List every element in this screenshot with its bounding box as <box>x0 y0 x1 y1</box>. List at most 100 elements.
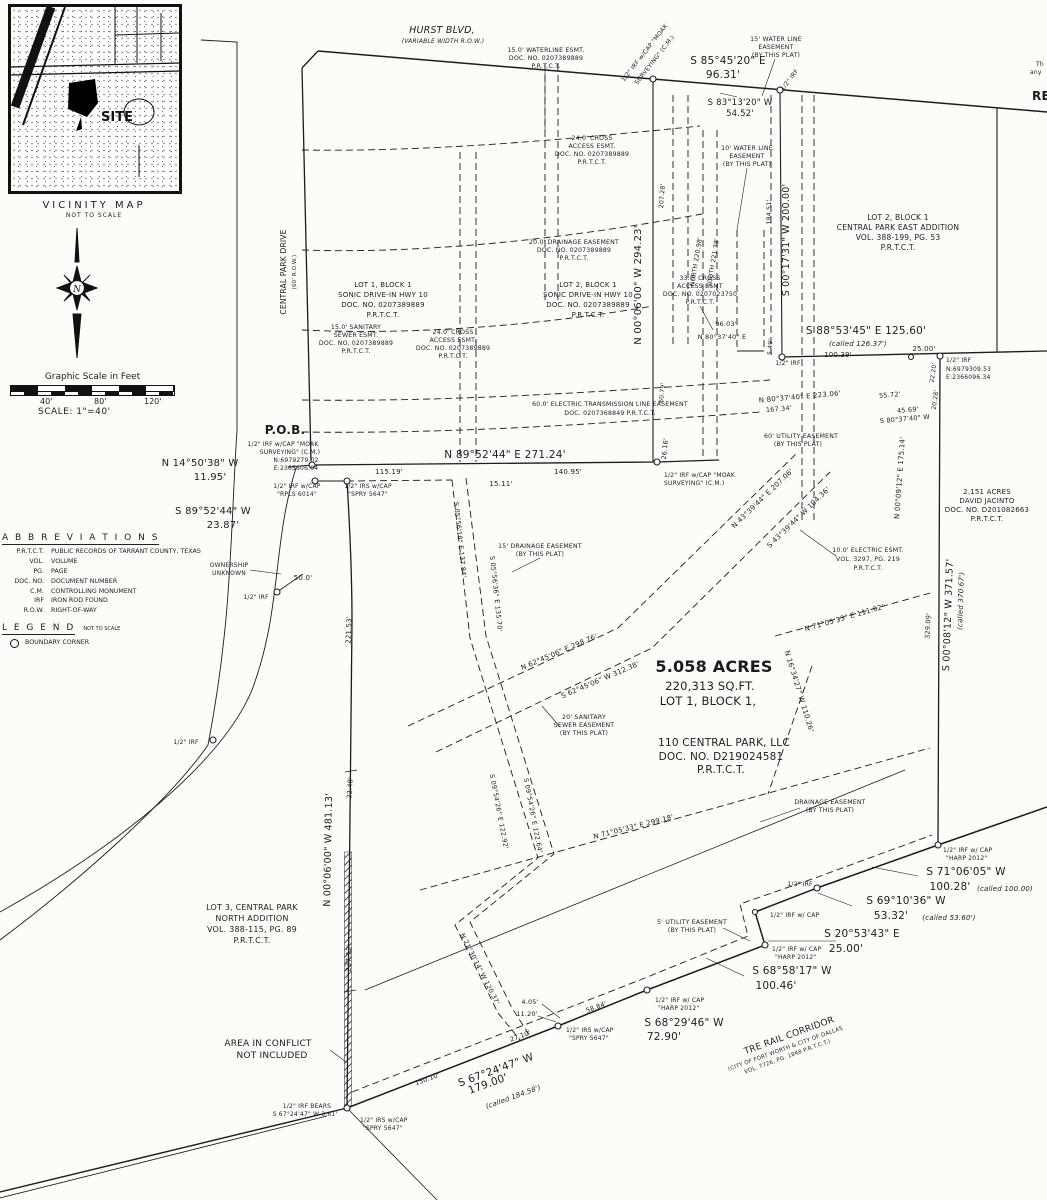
plat-label-brg-s831320: S 83°13'20" W <box>708 98 773 108</box>
plat-label-ss20-1: 20' SANITARY <box>562 714 606 721</box>
plat-label-cr33-4: P.R.T.C.T. <box>685 299 714 306</box>
plat-label-brg-n710533b: N 71°05'33" E 299.18' <box>593 813 675 841</box>
vicinity-map: SITE <box>8 4 182 194</box>
abbrev-row: VOL. VOLUME <box>2 559 238 566</box>
abbrev-key: VOL. <box>29 558 44 566</box>
plat-label-wl15p-3: (BY THIS PLAT) <box>752 52 800 59</box>
abbrev-key: PG. <box>33 568 44 576</box>
abbreviations-title: A B B R E V I A T I O N S <box>2 533 160 546</box>
plat-label-de15-2: (BY THIS PLAT) <box>516 551 564 558</box>
plat-label-brg-n710533a: N 71°05'33" E 111.62' <box>804 603 885 633</box>
plat-label-conflict-2: NOT INCLUDED <box>237 1051 308 1061</box>
diag-43-1 <box>407 451 799 727</box>
legend-header: L E G E N D NOT TO SCALE <box>2 623 238 636</box>
diag-16 <box>767 665 813 795</box>
waterline-vert <box>544 64 559 300</box>
plat-label-sonic1-1: LOT 1, BLOCK 1 <box>354 281 411 289</box>
plat-label-wl10-3: (BY THIS PLAT) <box>723 161 771 168</box>
plat-label-brg-s803740: S 80°37'40" W <box>880 413 931 425</box>
road-horizontal <box>10 62 180 76</box>
scale-bar-bottom <box>10 392 175 396</box>
plat-label-called-10000: (called 100.00) <box>977 885 1033 893</box>
plat-label-dist-23712: 237.12' <box>345 944 354 972</box>
plat-label-et60-1: 60.0' ELECTRIC TRANSMISSION LINE EASEMEN… <box>532 401 688 408</box>
plat-label-irf-harp-ne-2: "HARP 2012" <box>946 855 987 862</box>
plat-label-edge-1: Th <box>1035 61 1044 68</box>
plat-label-dist-15010: 150.10' <box>414 1071 441 1087</box>
plat-label-ee10-1: 10.0' ELECTRIC ESMT. <box>832 547 903 554</box>
plat-label-dist-1511: 15.11' <box>489 480 512 488</box>
plat-label-dist-2220: 22.20' <box>929 362 939 383</box>
plat-label-dist-2616: 26.16' <box>660 438 670 460</box>
scale-tick-40: 40' <box>40 397 53 406</box>
plat-label-irf-harp-ne-1: 1/2" IRF w/ CAP <box>943 847 993 854</box>
plat-label-brg-n803740b: N 80°37'40" E 223.06' <box>758 389 841 404</box>
plat-label-jac-3: DOC. NO. D201082663 <box>945 506 1029 514</box>
plat-label-cr24b-3: DOC. NO. 0207389889 <box>416 345 490 352</box>
plat-label-brg-s055618: S 05°56'18" E 137.84' <box>452 502 468 578</box>
legend-item-label: BOUNDARY CORNER <box>25 639 90 647</box>
plat-label-brg-s691036: S 69°10'36" W <box>866 895 946 907</box>
diag-solid-line <box>364 769 906 991</box>
abbrev-value: RIGHT-OF-WAY <box>51 607 97 615</box>
abbrev-key: R.O.W. <box>23 607 44 615</box>
plat-label-conflict-1: AREA IN CONFLICT <box>224 1039 312 1049</box>
plat-label-dist-1120: 11.20' <box>516 1010 538 1018</box>
plat-label-called-5360: (called 53.60') <box>922 914 975 922</box>
vicinity-title: VICINITY MAP <box>42 200 146 211</box>
abbrev-row: DOC. NO. DOCUMENT NUMBER <box>2 577 238 586</box>
plat-label-brg-s682946: S 68°29'46" W <box>644 1017 724 1029</box>
plat-label-cr33-3: DOC. NO. 0207023750 <box>663 291 737 298</box>
abbreviations-block: A B B R E V I A T I O N S P.R.T.C.T. PUB… <box>2 533 238 649</box>
plat-label-brg-s001731: S 00°17'31" W 200.00' <box>781 184 792 297</box>
plat-label-dist-10039: 100.39' <box>824 351 852 359</box>
scale-block: Graphic Scale in Feet 40' 80' 120' SCALE… <box>10 372 175 417</box>
site-marker <box>68 79 98 131</box>
plat-label-dist-2387: 23.87' <box>207 520 240 531</box>
plat-label-dist-405: 4.05' <box>521 998 538 1006</box>
abbrev-value: PUBLIC RECORDS OF TARRANT COUNTY, TEXAS <box>51 548 201 556</box>
plat-label-pob-mon-3: N:6979279.02 <box>273 457 318 464</box>
easement-curve-1 <box>301 125 701 151</box>
abbrev-key: DOC. NO. <box>14 577 44 585</box>
vicinity-subtitle: NOT TO SCALE <box>65 212 123 219</box>
road-curve-east <box>0 467 297 913</box>
plat-label-dist-32909: 329.09' <box>923 613 932 639</box>
sw-rail-line-2 <box>0 1115 328 1199</box>
plat-label-irf-88line-w: 1/2" IRF <box>775 360 801 367</box>
scale-bar-top <box>10 385 175 392</box>
plat-label-dist-16734: 167.34' <box>766 404 793 414</box>
east-boundary-line <box>937 355 941 846</box>
plat-label-dist-6079: 60.79' <box>658 382 667 403</box>
vicinity-map-art: SITE <box>10 5 180 177</box>
leader-lines <box>249 58 919 1063</box>
plat-label-depl-2: (BY THIS PLAT) <box>806 807 854 814</box>
scale-ticks: 40' 80' 120' <box>10 396 175 407</box>
plat-label-dist-20728: 207.28' <box>658 183 667 208</box>
plat-label-owner-1: 110 CENTRAL PARK, LLC <box>658 737 790 749</box>
plat-label-wl15-1: 15.0' WATERLINE ESMT. <box>507 47 584 54</box>
easement-curve-2 <box>301 213 703 252</box>
plat-label-brg-n624506: N 62°45'06" E 298.76' <box>520 632 599 672</box>
plat-label-brg-s710605: S 71°06'05" W <box>926 866 1006 878</box>
plat-label-ss15-1: 15.0' SANITARY <box>331 324 381 331</box>
plat-label-sonic2-2: SONIC DRIVE-IN HWY 10 <box>543 291 633 299</box>
north-arrow: N <box>55 228 99 358</box>
plat-label-irs-spry-b-1: 1/2" IRS w/CAP <box>566 1027 614 1034</box>
plat-label-ss20-3: (BY THIS PLAT) <box>560 730 608 737</box>
plat-label-depl-1: DRAINAGE EASEMENT <box>794 799 865 806</box>
plat-label-pob-mon-1: 1/2" IRF w/CAP "MOAK <box>248 441 320 448</box>
plat-label-brg-n163427: N 16°34'27" W 110.26' <box>783 650 815 733</box>
site-label: SITE <box>101 110 133 125</box>
plat-label-cpea-2: CENTRAL PARK EAST ADDITION <box>837 223 959 232</box>
plat-label-dist-5452: 54.52' <box>726 109 754 119</box>
plat-label-pob: P.O.B. <box>265 423 306 437</box>
plat-label-cr33-2: ACCESS ESMT <box>677 283 723 290</box>
plat-label-dist-9603: 96.03' <box>715 320 737 328</box>
plat-label-lot3-1: LOT 3, CENTRAL PARK <box>206 903 298 912</box>
east-addition-west-line <box>779 89 783 358</box>
plat-label-dist-9631: 96.31' <box>706 69 740 81</box>
abbrev-key: IRF <box>34 597 44 605</box>
plat-label-cr24b-4: P.R.T.C.T. <box>438 353 467 360</box>
